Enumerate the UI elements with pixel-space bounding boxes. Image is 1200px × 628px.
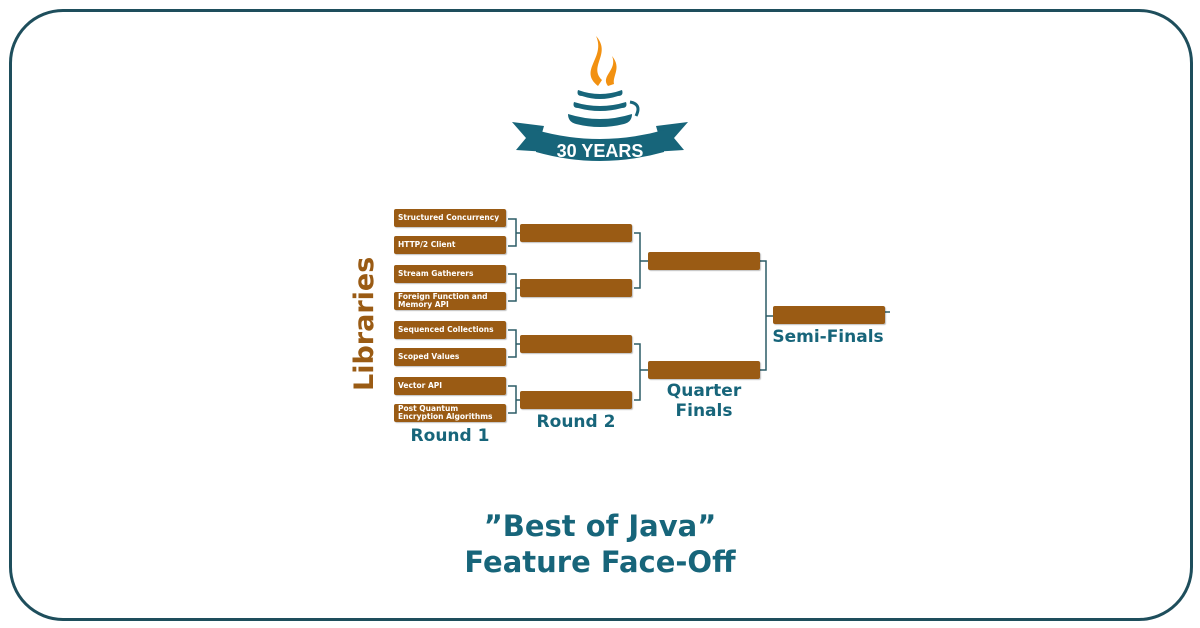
connector-r2-1 bbox=[634, 232, 648, 289]
round1-slot-8: Post Quantum Encryption Algorithms bbox=[394, 404, 506, 422]
quarter-slot-2 bbox=[648, 361, 760, 379]
round1-slot-5: Sequenced Collections bbox=[394, 321, 506, 339]
round1-slot-5-text: Sequenced Collections bbox=[398, 325, 494, 334]
semi-slot-1 bbox=[773, 306, 885, 324]
round1-slot-4-text: Foreign Function and Memory API bbox=[398, 292, 488, 309]
bracket-connectors bbox=[508, 218, 890, 414]
connector-r1-4 bbox=[508, 385, 520, 414]
round1-slot-6: Scoped Values bbox=[394, 348, 506, 366]
round2-slot-4 bbox=[520, 391, 632, 409]
round2-slot-1 bbox=[520, 224, 632, 242]
quarter-label: Quarter Finals bbox=[666, 381, 742, 421]
semi-label: Semi-Finals bbox=[772, 327, 884, 347]
round1-slot-1: Structured Concurrency bbox=[394, 209, 506, 227]
badge-text: 30 YEARS bbox=[557, 141, 644, 161]
round1-slot-8-text: Post Quantum Encryption Algorithms bbox=[398, 404, 493, 421]
round1-slot-3-text: Stream Gatherers bbox=[398, 269, 474, 278]
round2-label: Round 2 bbox=[536, 412, 616, 432]
headline-line-1: ”Best of Java” bbox=[483, 509, 717, 543]
round1-slot-6-text: Scoped Values bbox=[398, 352, 460, 361]
round1-slot-1-text: Structured Concurrency bbox=[398, 213, 500, 222]
connector-r2-2 bbox=[634, 343, 648, 401]
headline: ”Best of Java” Feature Face-Off bbox=[350, 508, 850, 580]
quarter-slot-1 bbox=[648, 252, 760, 270]
round1-slot-2: HTTP/2 Client bbox=[394, 236, 506, 254]
round2-slot-3 bbox=[520, 335, 632, 353]
round1-slot-3: Stream Gatherers bbox=[394, 265, 506, 283]
ribbon-banner: 30 YEARS bbox=[512, 122, 688, 161]
connector-qf bbox=[760, 260, 773, 371]
round2-slot-2 bbox=[520, 279, 632, 297]
headline-line-2: Feature Face-Off bbox=[464, 545, 736, 579]
java-30-years-logo: 30 YEARS bbox=[512, 36, 688, 161]
category-label: Libraries bbox=[349, 256, 380, 391]
connector-r1-3 bbox=[508, 329, 520, 358]
round1-slot-2-text: HTTP/2 Client bbox=[398, 240, 456, 249]
round1-label: Round 1 bbox=[410, 426, 490, 446]
flame-icon bbox=[590, 36, 617, 86]
coffee-cup-icon bbox=[568, 90, 640, 127]
round1-slot-4: Foreign Function and Memory API bbox=[394, 292, 506, 310]
round1-slot-7: Vector API bbox=[394, 377, 506, 395]
card-frame bbox=[9, 9, 1193, 621]
connector-r1-2 bbox=[508, 273, 520, 302]
round1-slot-7-text: Vector API bbox=[398, 381, 443, 390]
connector-r1-1 bbox=[508, 218, 520, 247]
